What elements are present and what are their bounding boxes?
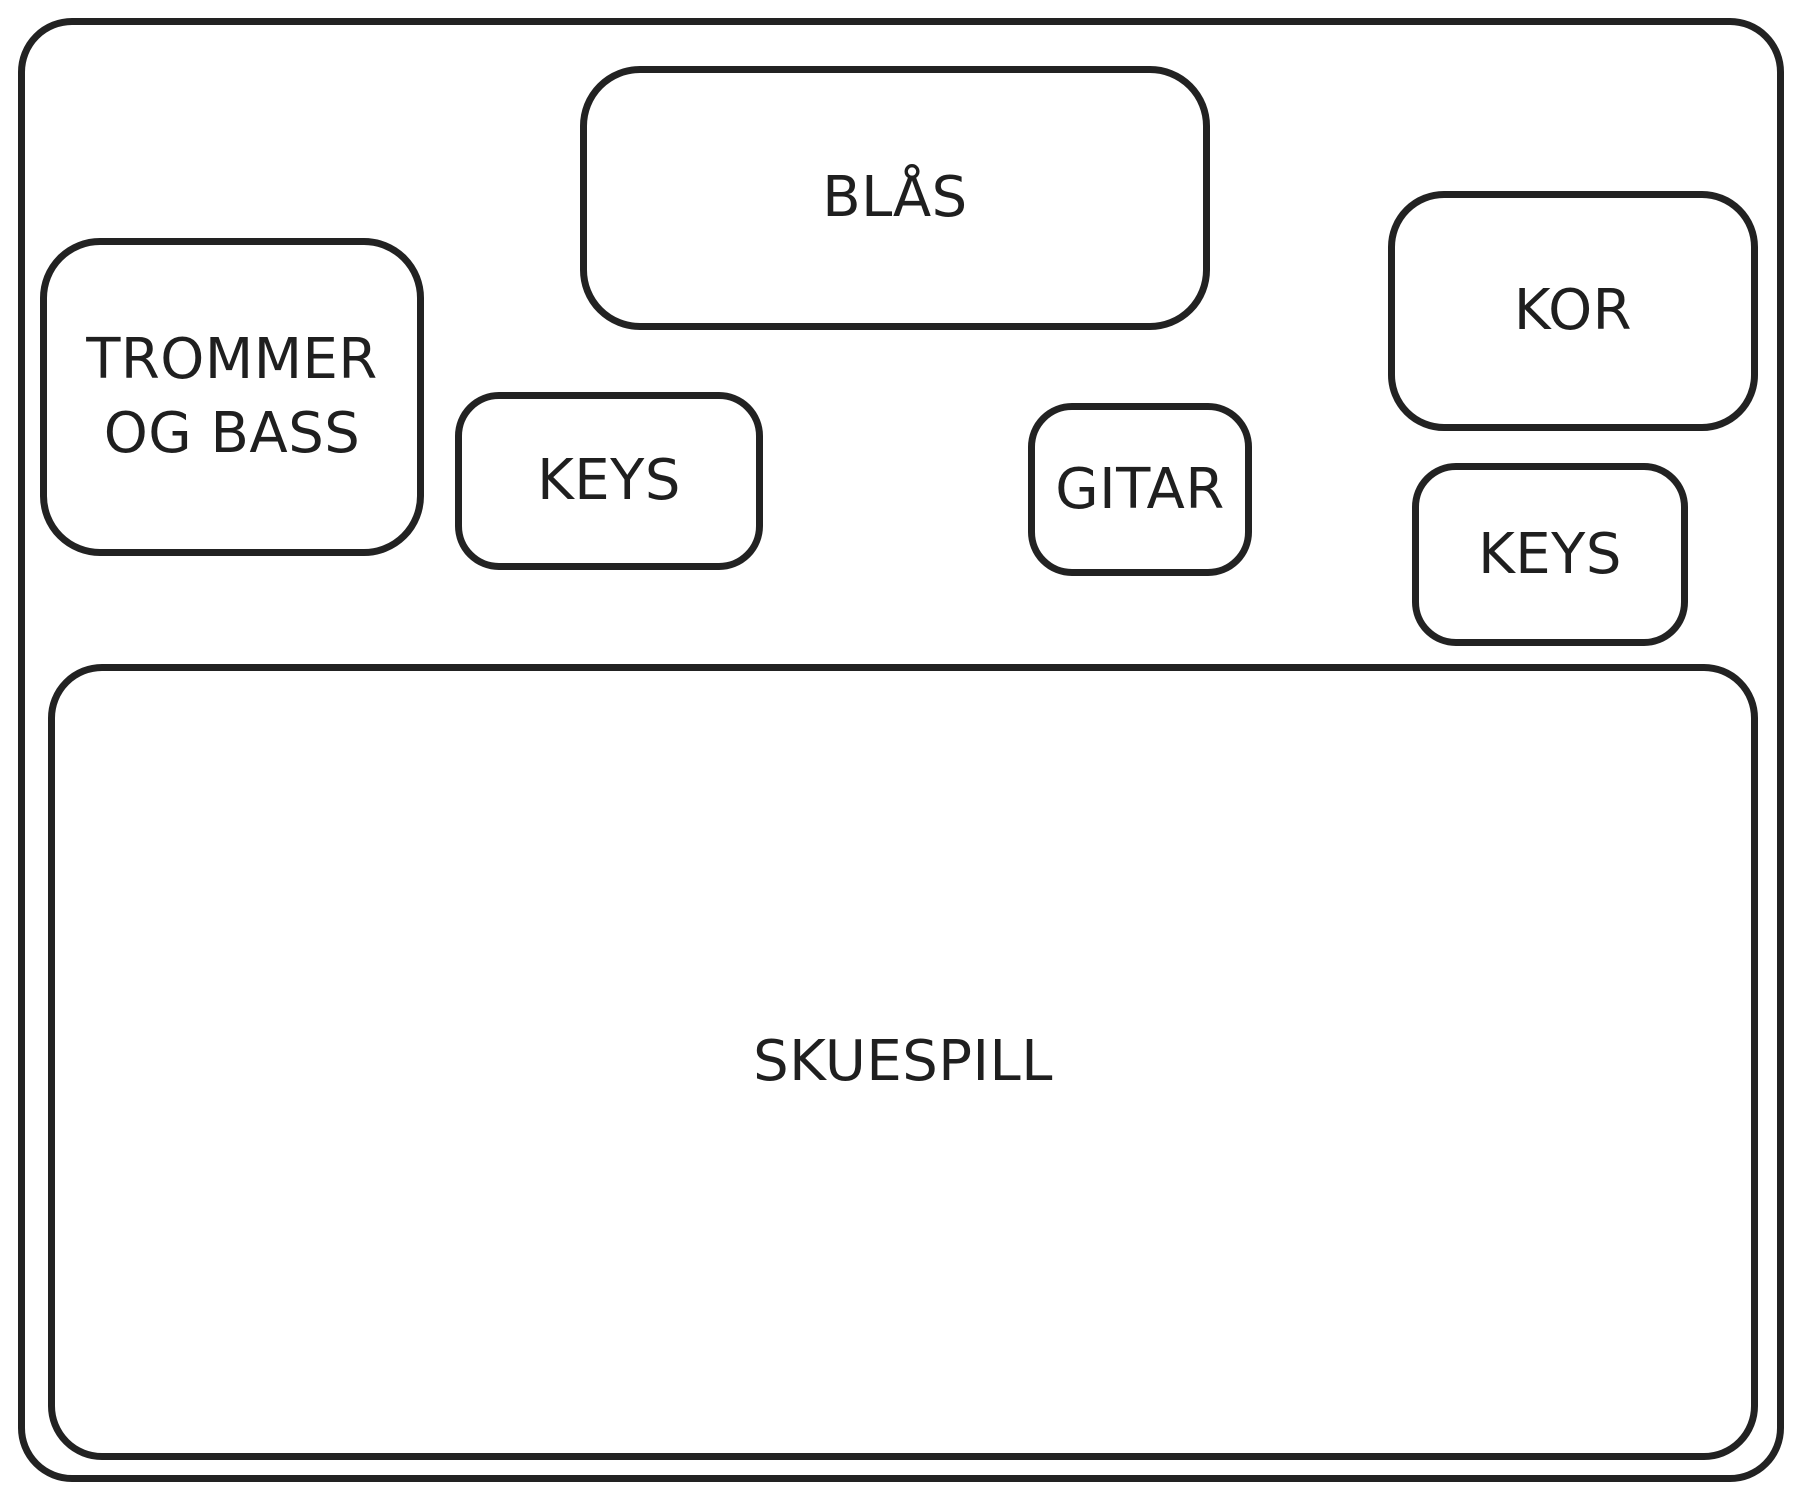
zone-trommer-og-bass: TROMMER OG BASS — [40, 238, 424, 556]
zone-keys-right: KEYS — [1412, 463, 1688, 646]
zone-blas: BLÅS — [580, 66, 1210, 330]
zone-kor: KOR — [1388, 191, 1758, 431]
zone-gitar-label: GITAR — [1055, 456, 1225, 522]
zone-trommer-og-bass-label: TROMMER OG BASS — [86, 327, 378, 466]
zone-keys-right-label: KEYS — [1478, 521, 1622, 587]
zone-blas-label: BLÅS — [822, 165, 968, 231]
zone-gitar: GITAR — [1028, 403, 1252, 576]
zone-keys-left: KEYS — [455, 392, 763, 570]
zone-keys-left-label: KEYS — [537, 448, 681, 514]
zone-skuespill-label: SKUESPILL — [753, 1029, 1053, 1095]
zone-skuespill: SKUESPILL — [48, 664, 1758, 1460]
zone-kor-label: KOR — [1513, 278, 1633, 344]
